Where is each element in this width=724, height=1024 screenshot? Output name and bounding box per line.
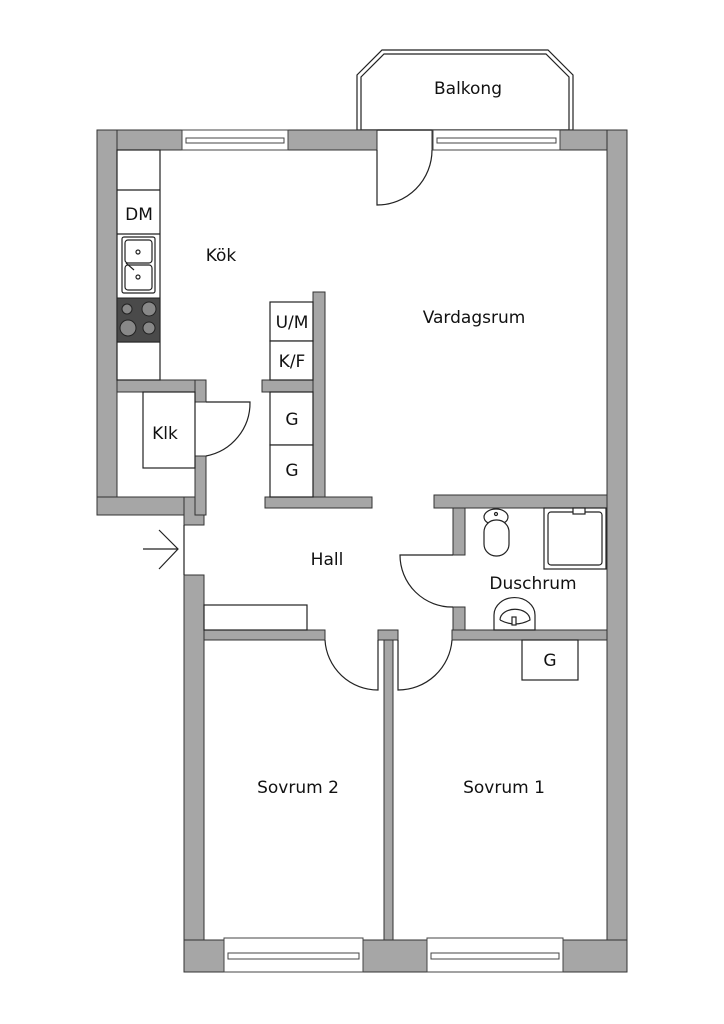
room-label-living-room: Vardagsrum <box>423 308 526 328</box>
bedroom1-door <box>397 639 453 691</box>
room-label-bedroom-2: Sovrum 2 <box>257 778 339 798</box>
dishwasher-label: DM <box>125 205 153 225</box>
room-label-balcony: Balkong <box>434 79 502 99</box>
windows <box>181 129 564 973</box>
doors <box>183 149 454 691</box>
wardrobe <box>269 391 314 446</box>
hall-shelf <box>203 604 308 631</box>
washer-dryer-label: U/M <box>276 313 309 333</box>
shower-icon <box>543 507 607 570</box>
stove-icon <box>116 297 161 343</box>
sink-icon <box>121 236 156 294</box>
closet-door <box>205 401 251 457</box>
wardrobe-label: G <box>285 461 298 481</box>
washer-dryer <box>269 301 314 342</box>
toilet-icon <box>483 508 510 557</box>
wardrobe-label: G <box>543 651 556 671</box>
entrance-arrow-icon <box>143 529 179 570</box>
fridge-freezer <box>269 340 314 381</box>
room-label-hall: Hall <box>311 550 344 570</box>
wardrobe <box>521 639 579 681</box>
room-label-kitchen: Kök <box>206 246 237 266</box>
room-label-closet: Klk <box>152 424 178 444</box>
bathroom-door <box>399 554 454 608</box>
room-label-shower-room: Duschrum <box>489 574 576 594</box>
room-label-bedroom-1: Sovrum 1 <box>463 778 545 798</box>
fridge-freezer-label: K/F <box>279 352 306 372</box>
washbasin-icon <box>493 596 536 631</box>
wardrobe <box>269 444 314 498</box>
balcony-door <box>376 149 433 206</box>
wardrobe-label: G <box>285 410 298 430</box>
closet-box <box>142 391 196 469</box>
bedroom2-door <box>324 639 379 691</box>
